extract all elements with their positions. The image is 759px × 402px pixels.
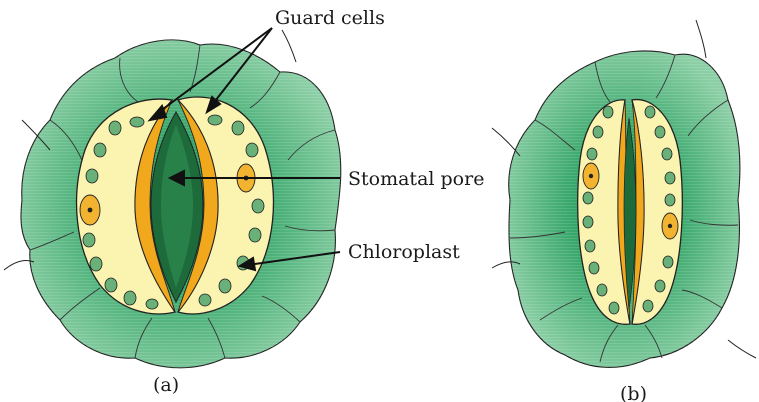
label-guard-cells: Guard cells [275,7,385,29]
label-stomatal-pore: Stomatal pore [348,168,484,190]
stoma-closed [491,19,757,368]
nucleus-right-b [661,212,679,240]
chloroplasts-left-b [582,105,620,315]
nucleus-left-b [582,162,600,190]
caption-a: (a) [153,374,179,396]
stoma-open [3,29,342,369]
chloroplasts-right-a [198,114,265,307]
caption-b: (b) [620,383,647,402]
stomatal-pore-b [623,117,637,311]
leader-lines [147,27,341,272]
label-chloroplast: Chloroplast [348,241,460,263]
chloroplasts-left-a [82,116,159,310]
chloroplasts-right-b [642,105,676,313]
nucleus-left-a [79,194,101,226]
